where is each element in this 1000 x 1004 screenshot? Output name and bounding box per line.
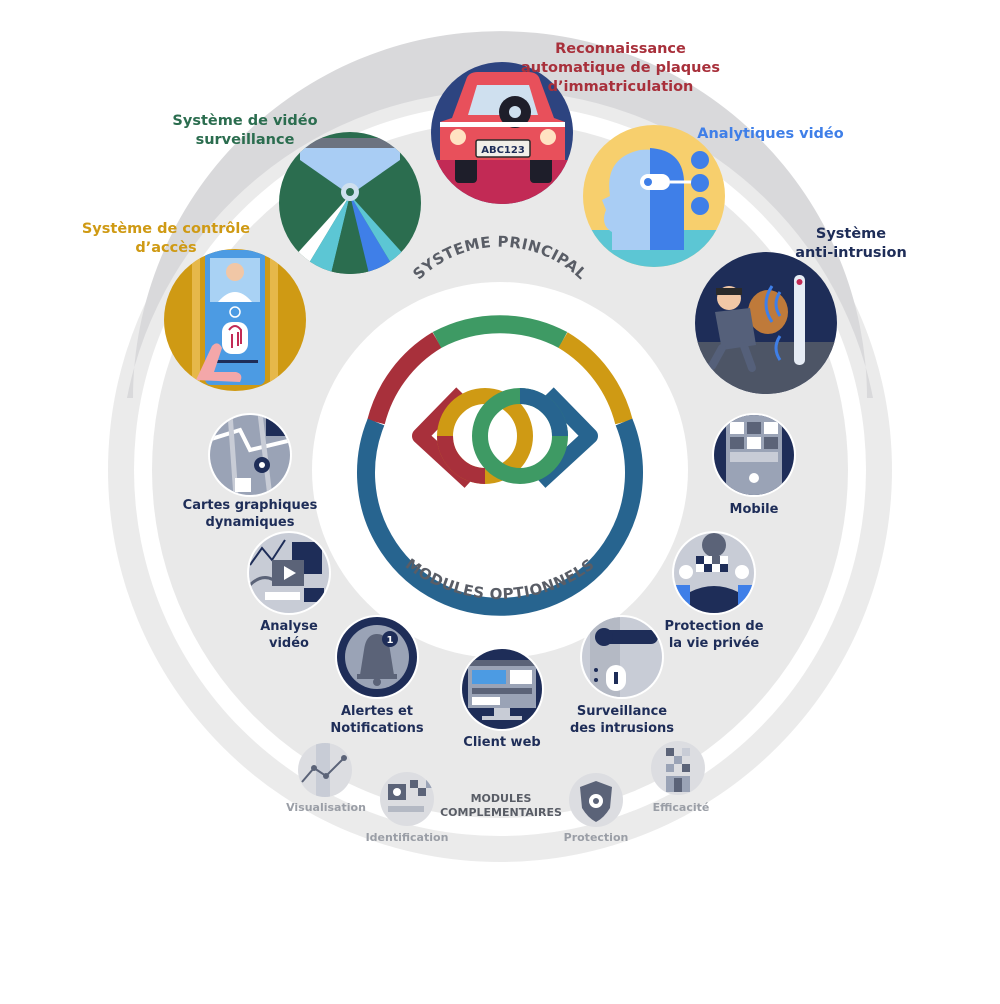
label-privacy: Protection de la vie privée [664, 619, 764, 651]
ring-segment-red [367, 332, 442, 425]
shield-eye-icon [569, 773, 623, 827]
video-analysis-icon [249, 533, 329, 613]
label-video-analytics: Analytiques vidéo [697, 126, 844, 142]
main-module-anti-intrusion[interactable] [690, 250, 840, 402]
label-plate-recognition: Reconnaissance automatique de plaques d’… [521, 41, 720, 95]
eye-logo-icon [412, 387, 598, 488]
label-access-control: Système de contrôle d’accès [81, 221, 251, 256]
label-protection: Protection [563, 831, 629, 844]
label-video-analysis: Analyse vidéo [260, 619, 318, 651]
complementary-module-efficacite[interactable] [651, 741, 705, 795]
optional-module-privacy[interactable] [672, 531, 756, 615]
optional-module-intrusion-monitoring[interactable] [580, 615, 664, 699]
label-identification: Identification [365, 831, 449, 844]
grid-blocks-icon [651, 741, 705, 795]
main-module-access-control[interactable] [160, 245, 310, 395]
optional-module-maps[interactable] [208, 413, 292, 497]
label-visualisation: Visualisation [286, 801, 366, 814]
main-band [127, 31, 873, 398]
main-module-plate-recognition[interactable]: ABC123 [430, 60, 580, 210]
label-anti-intrusion: Système anti-intrusion [795, 226, 907, 261]
ring-segment-gold [558, 332, 633, 425]
license-plate-car-icon: ABC123 [431, 62, 573, 204]
label-alerts: Alertes et Notifications [330, 704, 424, 736]
ring-segment-green [432, 315, 568, 349]
line-chart-icon [298, 743, 352, 797]
id-card-icon [380, 772, 434, 826]
web-browser-icon [462, 649, 542, 729]
label-mobile: Mobile [729, 502, 779, 517]
complementary-module-protection[interactable] [569, 773, 623, 827]
fingerprint-badge-icon [164, 249, 306, 391]
plate-text: ABC123 [481, 145, 525, 156]
ai-head-analytics-icon [583, 125, 725, 267]
complementary-module-visualisation[interactable] [298, 743, 352, 797]
alert-badge-count: 1 [387, 635, 394, 646]
center-ring [357, 315, 643, 616]
optional-module-web-client[interactable] [460, 647, 544, 731]
optional-module-mobile[interactable] [712, 413, 796, 497]
label-web-client: Client web [463, 735, 541, 750]
optional-module-alerts[interactable]: 1 [335, 615, 419, 699]
camera-tunnel-icon [279, 132, 421, 274]
burglar-sensor-icon [695, 252, 837, 394]
door-handle-icon [582, 617, 662, 697]
label-efficacite: Efficacité [652, 801, 710, 814]
mobile-phone-icon [714, 415, 794, 495]
complementary-module-identification[interactable] [380, 772, 434, 826]
optional-module-video-analysis[interactable] [247, 531, 331, 615]
label-video-surveillance: Système de vidéo surveillance [172, 113, 318, 148]
label-complementary-title: MODULES COMPLEMENTAIRES [440, 792, 562, 819]
label-intrusion-monitoring: Surveillance des intrusions [569, 704, 675, 736]
main-module-video-analytics[interactable] [580, 120, 730, 270]
ring-segment-blue [357, 418, 643, 616]
main-module-video-surveillance[interactable] [275, 128, 425, 278]
map-pin-icon [210, 415, 290, 495]
label-maps: Cartes graphiques dynamiques [182, 498, 318, 530]
